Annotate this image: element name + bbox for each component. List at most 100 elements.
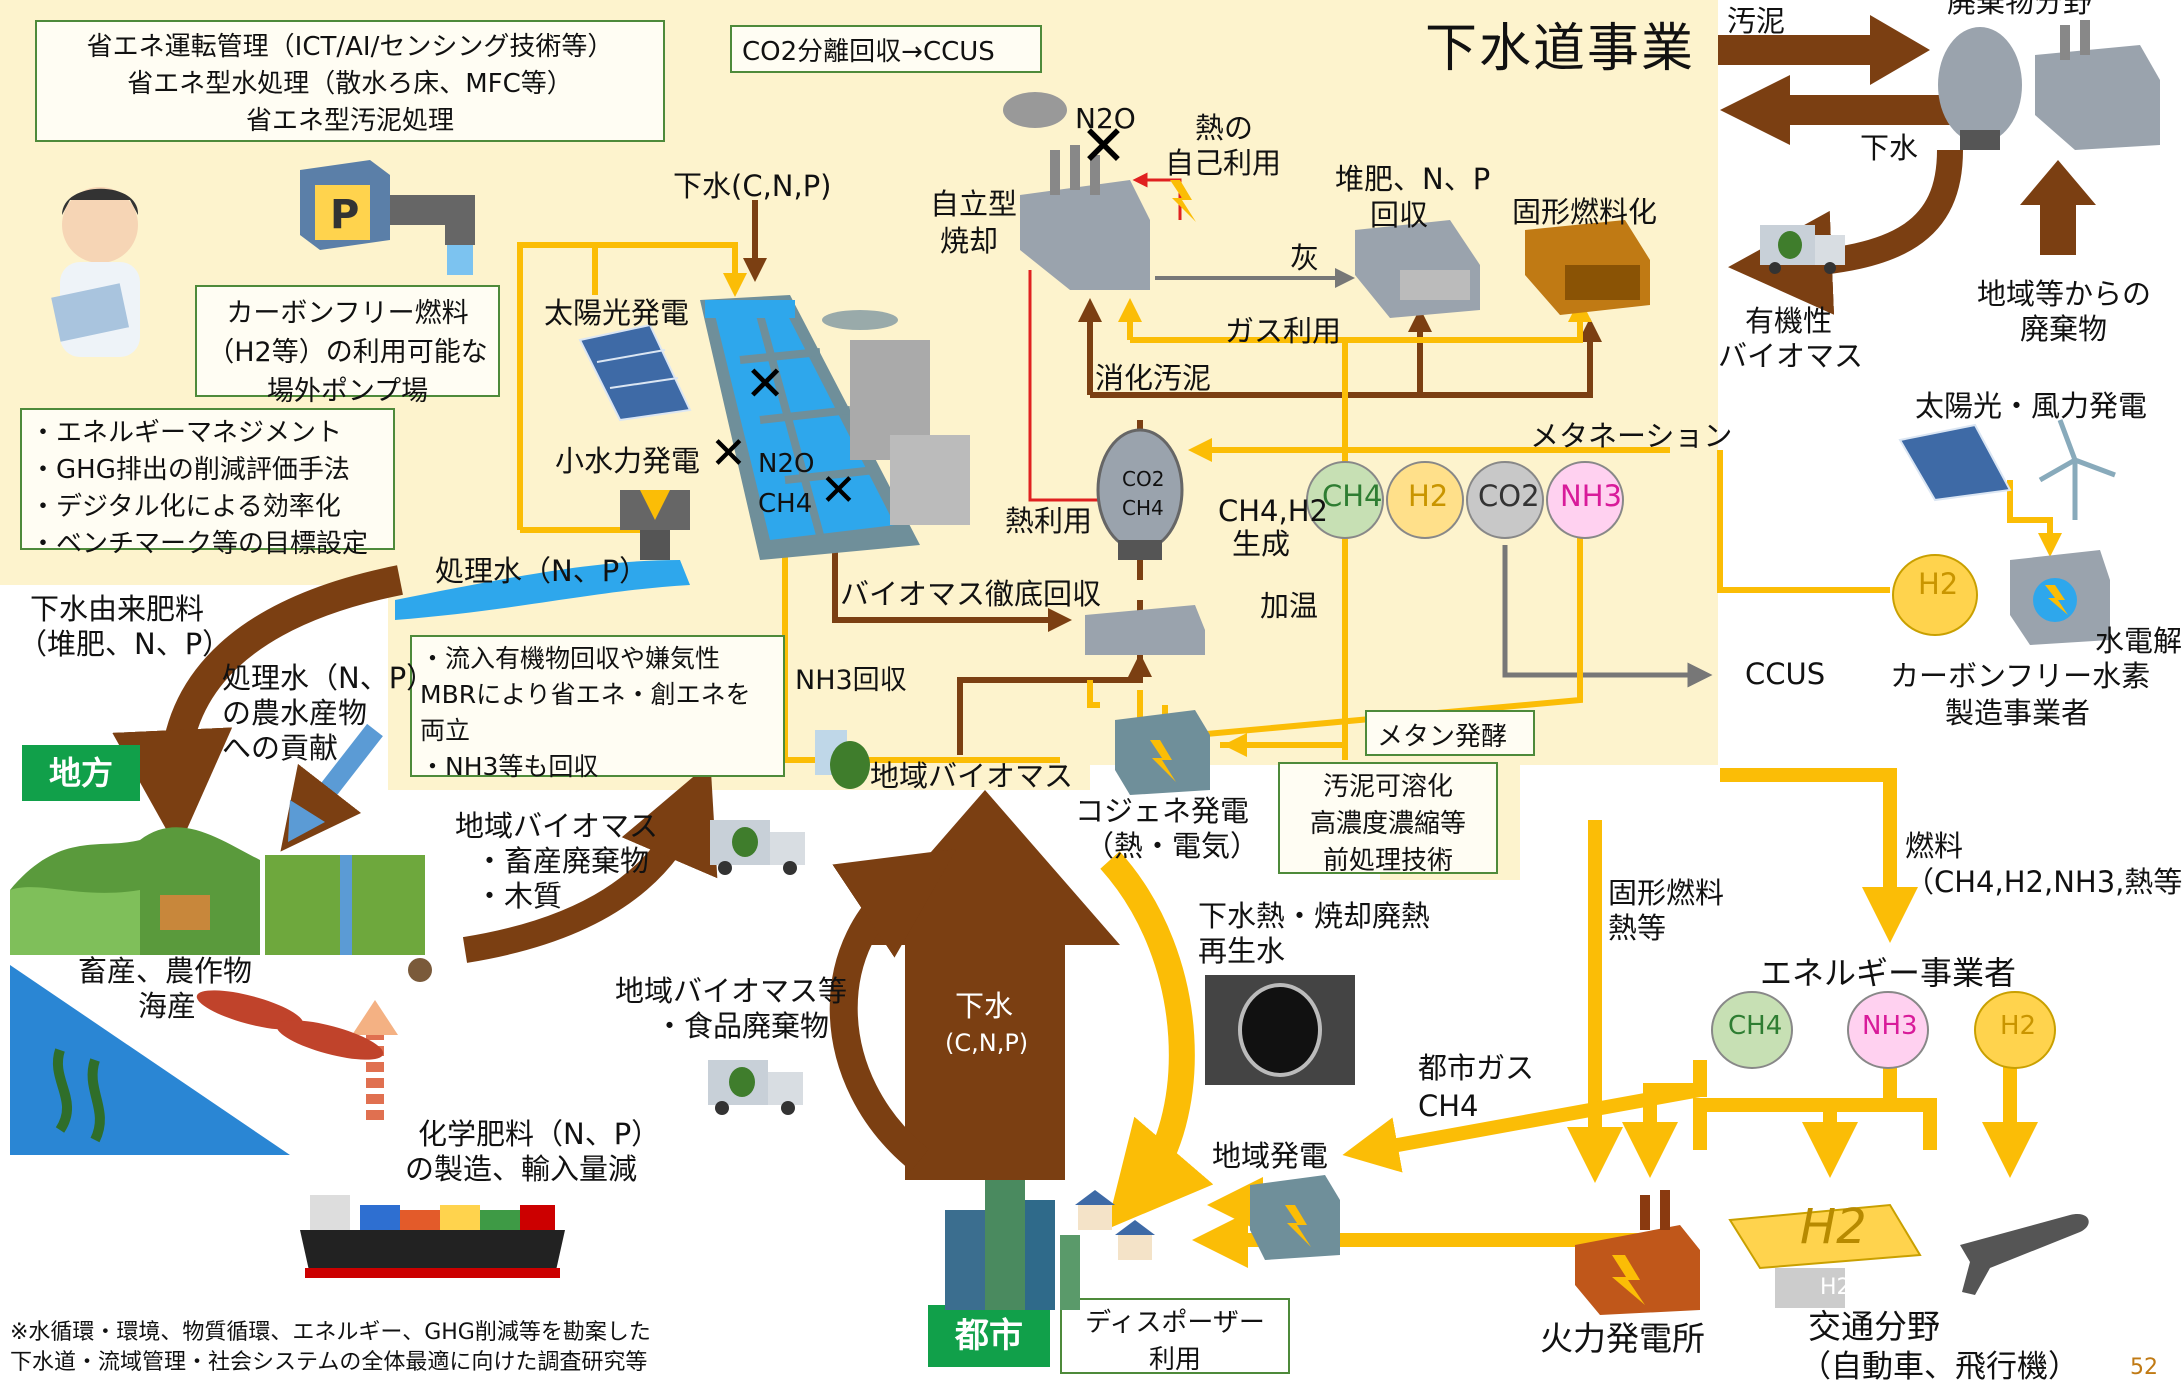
compost-facility-icon: [1355, 220, 1480, 318]
local-biomass2-1: 地域バイオマス: [455, 809, 659, 843]
methane-label: メタン発酵: [1377, 722, 1508, 752]
ch4h2-gen-2: 生成: [1232, 527, 1291, 561]
energy-company-label: エネルギー事業者: [1760, 954, 2017, 992]
fertilizer-label-2: （堆肥、N、P）: [18, 627, 232, 661]
cogen-label-2: （熱・電気）: [1085, 829, 1260, 863]
cogen-icon: [1115, 710, 1210, 795]
self-heat-label-2: 自己利用: [1165, 146, 1282, 180]
e-h2-label: H2: [2000, 1011, 2037, 1041]
city-tag-label: 都市: [955, 1316, 1023, 1356]
energy-tank-ch4-icon: [1711, 991, 1793, 1069]
thermal-plant-icon: [1575, 1190, 1700, 1315]
transport-1: 交通分野: [1808, 1307, 1940, 1346]
svg-text:P: P: [330, 192, 359, 238]
inflow-line-4: ・NH3等も回収: [420, 752, 599, 781]
digester-icon: [1096, 428, 1184, 560]
footnote-line-2: 下水道・流域管理・社会システムの全体最適に向けた調査研究等: [10, 1350, 648, 1375]
solid-fuel-heat-1: 固形燃料: [1608, 876, 1725, 910]
nh3-recovery-label: NH3回収: [795, 665, 907, 696]
co2-ccus-label: CO2分離回収→CCUS: [742, 37, 995, 67]
researcher-icon: [51, 187, 140, 357]
local-biomass3-1: 地域バイオマス等: [615, 974, 848, 1008]
local-biomass2-2: ・畜産廃棄物: [475, 844, 650, 878]
treatment-plant-icon: ✕ ✕ ✕: [700, 295, 970, 560]
sewage-up-1: 下水: [955, 989, 1014, 1023]
solid-fuel-heat-2: 熱等: [1608, 911, 1667, 945]
solar-wind-label: 太陽光・風力発電: [1915, 389, 2148, 423]
tank-ch4-label: CH4: [1322, 479, 1383, 513]
chem-fert-2: の製造、輸入量減: [405, 1152, 638, 1186]
waste-heat-2: 再生水: [1198, 934, 1286, 968]
tank-nh3-label: NH3: [1560, 479, 1622, 513]
management-box: ・エネルギーマネジメント ・GHG排出の削減評価手法 ・デジタル化による効率化 …: [20, 408, 395, 559]
svg-text:✕: ✕: [1080, 114, 1127, 179]
treated-agri-1: 処理水（N、P）: [222, 661, 436, 695]
solid-fuel-facility-icon: [1525, 220, 1650, 315]
incinerate-label-1: 自立型: [930, 187, 1018, 221]
disposer-line-2: 利用: [1148, 1345, 1201, 1375]
footnote-line-1: ※水循環・環境、物質循環、エネルギー、GHG削減等を勘案した: [10, 1320, 651, 1345]
local-biomass-label: 地域バイオマス: [870, 759, 1074, 793]
transport-2: （自動車、飛行機）: [1800, 1349, 2079, 1385]
solid-fuel-conv-label: 固形燃料化: [1512, 195, 1658, 229]
sewer-tunnel-icon: [1205, 975, 1355, 1085]
h2-big-label: H2: [1800, 1199, 1867, 1255]
n2o-top-label: N2O: [1075, 102, 1136, 135]
electrolysis-icon: [2010, 550, 2110, 645]
disposer-line-1: ディスポーザー: [1085, 1308, 1265, 1338]
local-biomass3-2: ・食品廃棄物: [655, 1009, 830, 1043]
energy-ops-line-3: 省エネ型汚泥処理: [245, 106, 454, 136]
livestock-2: 海産: [138, 989, 197, 1023]
inflow-box: ・流入有機物回収や嫌気性 MBRにより省エネ・創エネを 両立 ・NH3等も回収: [410, 635, 785, 781]
solar-wind-icon: [1898, 419, 2116, 520]
waste-plant-icon: [1938, 20, 2160, 150]
sludge-label: 汚泥: [1727, 4, 1786, 38]
svg-text:✕: ✕: [820, 465, 857, 516]
heat-use-label: 熱利用: [1005, 504, 1093, 538]
airplane-icon: [1960, 1213, 2089, 1295]
organic-biomass-2: バイオマス: [1718, 339, 1864, 373]
energy-ops-line-2: 省エネ型水処理（散水ろ床、MFC等）: [127, 69, 573, 99]
gas-use-label: ガス利用: [1225, 314, 1342, 348]
digested-sludge-label: 消化汚泥: [1095, 361, 1212, 395]
city-buildings-icon: [945, 1180, 1080, 1310]
sludge-pre-line-1: 汚泥可溶化: [1322, 772, 1453, 802]
farmland-icon: [10, 827, 425, 955]
tank-h2-label: H2: [1408, 479, 1449, 513]
solar-panel-icon: [578, 323, 692, 422]
regional-waste-2: 廃棄物: [2020, 312, 2108, 346]
region-tag-label: 地方: [48, 754, 113, 792]
e-ch4-label: CH4: [1728, 1011, 1783, 1041]
fuel-1: 燃料: [1905, 829, 1964, 863]
inflow-line-3: 両立: [420, 716, 471, 745]
small-hydro-label: 小水力発電: [555, 444, 701, 478]
treated-water-label: 処理水（N、P）: [435, 554, 649, 588]
sludge-pre-box: 汚泥可溶化 高濃度濃縮等 前処理技術: [1278, 762, 1498, 876]
cf-h2-maker-2: 製造事業者: [1945, 696, 2091, 730]
gas-tank-h2-icon: [1386, 461, 1464, 539]
livestock-1: 畜産、農作物: [78, 954, 253, 988]
mgmt-line-2: ・GHG排出の削減評価手法: [30, 455, 350, 485]
treated-agri-3: への貢献: [222, 731, 339, 765]
inflow-line-2: MBRにより省エネ・創エネを: [420, 680, 751, 709]
svg-text:✕: ✕: [745, 356, 785, 412]
sludge-pre-line-3: 前処理技術: [1322, 846, 1453, 876]
organic-biomass-1: 有機性: [1745, 304, 1833, 338]
cf-pump-line-3: 場外ポンプ場: [266, 376, 429, 407]
methane-box: メタン発酵: [1365, 710, 1535, 756]
truck-icon-1: [1760, 225, 1845, 274]
sewage-up-2: (C,N,P): [945, 1029, 1029, 1057]
ch4-label: CH4: [758, 489, 813, 519]
truck-icon-2: [710, 820, 805, 875]
fuel-2: （CH4,H2,NH3,熱等）: [1905, 865, 2183, 899]
self-heat-label-1: 熱の: [1195, 111, 1254, 145]
solar-label: 太陽光発電: [544, 296, 690, 330]
waste-heat-1: 下水熱・焼却廃熱: [1198, 899, 1431, 933]
regional-waste-1: 地域等からの: [1977, 277, 2152, 311]
gas-tank-ch4-icon: [1306, 461, 1384, 539]
local-power-label: 地域発電: [1212, 1139, 1329, 1173]
h2-station-icon: [1728, 1203, 1922, 1308]
truck-icon-3: [708, 1060, 803, 1115]
page-title: 下水道事業: [1425, 19, 1696, 79]
